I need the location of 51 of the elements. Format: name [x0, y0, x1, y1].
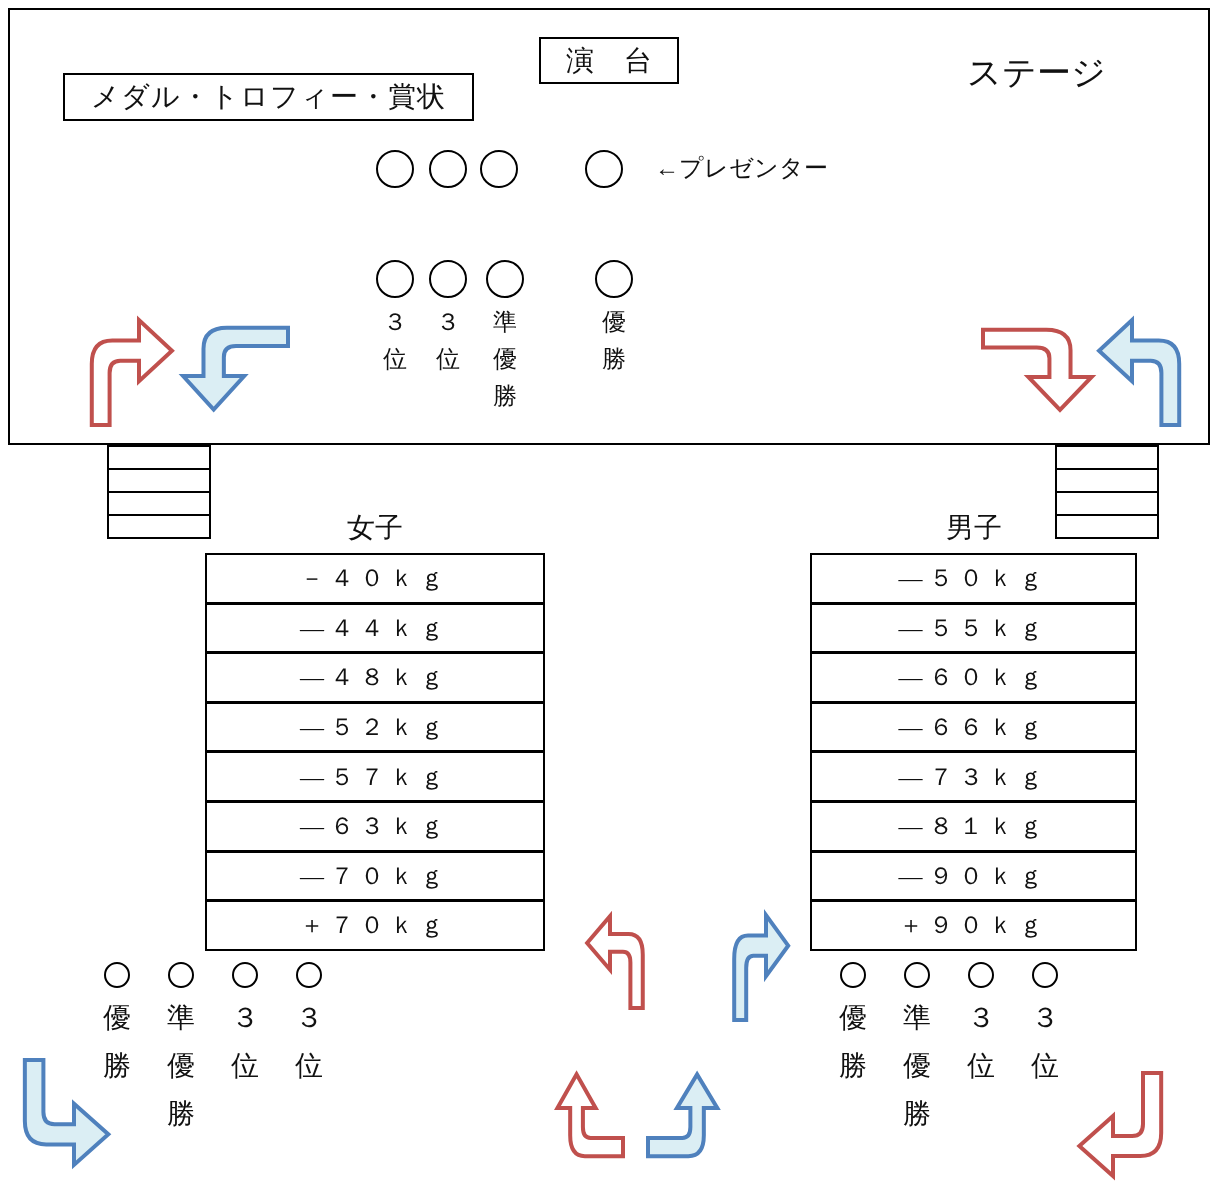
rank-label: 準優勝: [167, 1001, 195, 1131]
rank-label: 準優勝: [493, 308, 517, 411]
awards-table-box: メダル・トロフィー・賞状: [63, 73, 474, 121]
weight-class-row: ＋７０ｋｇ: [205, 900, 545, 951]
presenter-label: ←プレゼンター: [655, 156, 828, 180]
rank-label: 優勝: [103, 1001, 131, 1083]
table-heading: 男子: [944, 511, 1003, 545]
weight-class-row: —５５ｋｇ: [810, 602, 1137, 654]
table-heading: 女子: [346, 511, 404, 545]
rank-label: ３位: [436, 308, 460, 374]
weight-class-row: —４４ｋｇ: [205, 602, 545, 654]
weight-class-row: —５０ｋｇ: [810, 553, 1137, 604]
rank-label: 優勝: [602, 308, 626, 374]
athlete-position-circle: [904, 962, 930, 988]
rank-label: ３位: [383, 308, 407, 374]
athlete-position-circle: [1032, 962, 1058, 988]
rank-label: ３位: [295, 1001, 323, 1083]
rank-label: ３位: [967, 1001, 995, 1083]
lectern-box: 演 台: [539, 37, 679, 84]
weight-class-row: —４８ｋｇ: [205, 652, 545, 703]
stage-label: ステージ: [967, 53, 1106, 93]
weight-class-row: —８１ｋｇ: [810, 801, 1137, 852]
athlete-position-circle: [296, 962, 322, 988]
weight-class-row: —７３ｋｇ: [810, 751, 1137, 802]
rank-label: ３位: [1031, 1001, 1059, 1083]
athlete-position-circle: [232, 962, 258, 988]
weight-class-row: ＋９０ｋｇ: [810, 900, 1137, 951]
weight-class-row: —５２ｋｇ: [205, 701, 545, 753]
winner-position-circle: [595, 260, 633, 298]
rank-label: 準優勝: [903, 1001, 931, 1131]
weight-class-row: —６３ｋｇ: [205, 801, 545, 852]
stage-area: [8, 8, 1210, 445]
rank-label: 優勝: [839, 1001, 867, 1083]
weight-class-row: —６６ｋｇ: [810, 701, 1137, 753]
athlete-position-circle: [840, 962, 866, 988]
presenter-circle: [480, 150, 518, 188]
weight-class-row: －４０ｋｇ: [205, 553, 545, 604]
weight-class-row: —９０ｋｇ: [810, 850, 1137, 902]
presenter-circle: [376, 150, 414, 188]
weight-class-row: —５７ｋｇ: [205, 751, 545, 802]
weight-class-row: —７０ｋｇ: [205, 850, 545, 902]
athlete-position-circle: [104, 962, 130, 988]
athlete-position-circle: [168, 962, 194, 988]
athlete-position-circle: [968, 962, 994, 988]
presenter-circle: [585, 150, 623, 188]
presenter-circle: [429, 150, 467, 188]
weight-class-row: —６０ｋｇ: [810, 652, 1137, 703]
winner-position-circle: [429, 260, 467, 298]
winner-position-circle: [376, 260, 414, 298]
winner-position-circle: [486, 260, 524, 298]
rank-label: ３位: [231, 1001, 259, 1083]
